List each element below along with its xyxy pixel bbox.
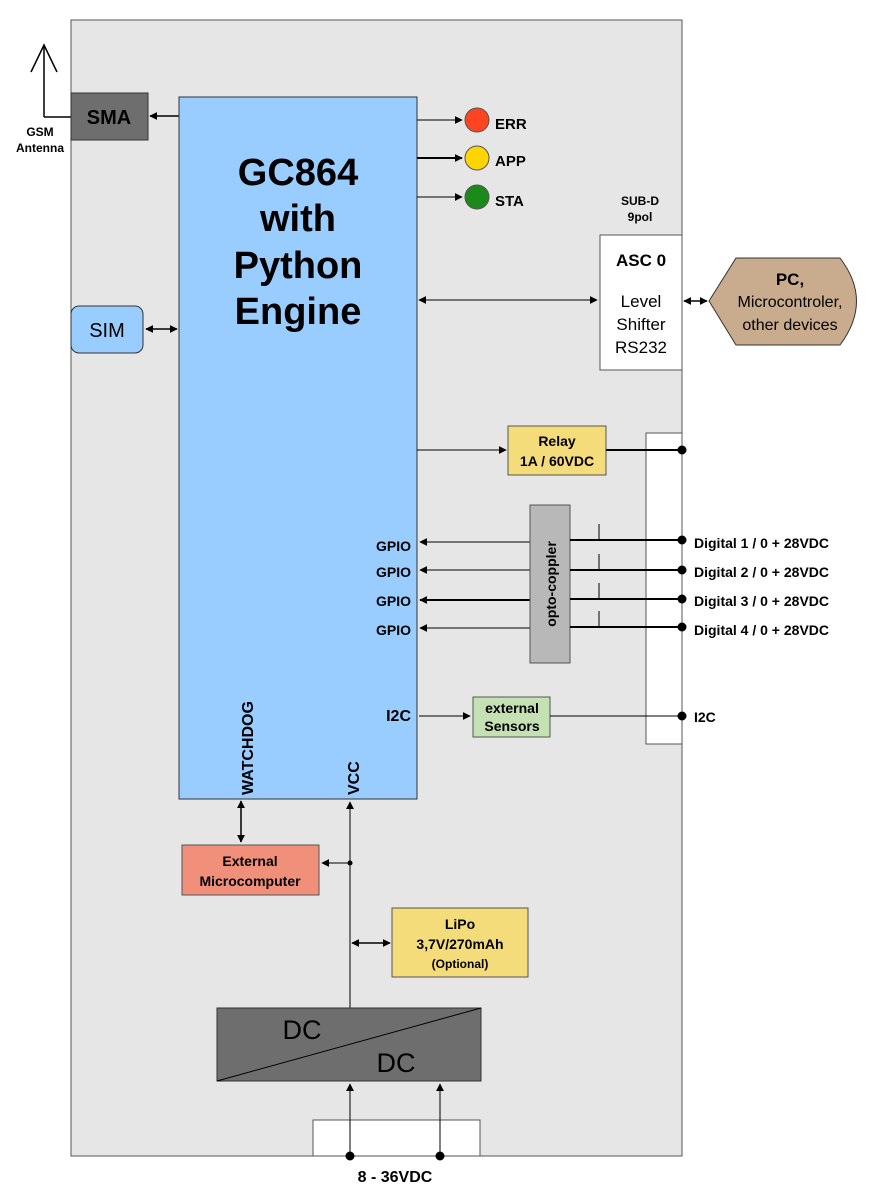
pc-line1: PC, [776,270,804,289]
digital-terminal-1 [677,535,687,545]
sensors-line1: external [485,700,539,716]
power-terminal-1 [345,1151,355,1161]
lipo-line3: (Optional) [432,957,489,971]
antenna-label-line2: Antenna [16,141,64,155]
lipo-line1: LiPo [445,916,475,932]
err-led-label: ERR [495,116,527,133]
sma-connector [70,92,149,141]
vcc-junction-1 [347,860,353,866]
digital-input-label-2: Digital 2 / 0 + 28VDC [694,564,829,580]
gpio-pin-label-1: GPIO [376,538,411,554]
gpio-pin-label-4: GPIO [376,622,411,638]
i2c-terminal-label: I2C [694,709,716,725]
app-led-icon [464,145,490,171]
asc0-level-shifter [599,234,683,371]
power-terminal-2 [435,1151,445,1161]
gpio-pin-label-2: GPIO [376,564,411,580]
lipo-line2: 3,7V/270mAh [416,936,503,952]
pc-line3: other devices [742,317,837,334]
app-led-label: APP [495,153,526,170]
asc0-line2: Shifter [616,315,665,334]
vcc-pin-label: VCC [346,761,363,795]
digital-terminal-2 [677,565,687,575]
external-sensors [472,696,551,738]
subd-label-line2: 9pol [628,210,653,224]
digital-terminal-4 [677,622,687,632]
subd-label-line1: SUB-D [621,194,659,208]
asc0-title: ASC 0 [616,251,666,270]
power-connector [312,1119,481,1157]
dcdc-top-label: DC [283,1015,322,1045]
power-input-label: 8 - 36VDC [358,1169,433,1186]
digital-input-label-1: Digital 1 / 0 + 28VDC [694,535,829,551]
lipo-battery [391,907,529,978]
external-microcomputer [181,844,320,896]
err-led-icon [464,107,490,133]
asc0-line3: RS232 [615,338,667,357]
dcdc-divider [216,1007,482,1082]
pc-devices [708,257,857,346]
sim-label: SIM [89,320,125,342]
asc0-line1: Level [621,292,662,311]
opto-coupler [529,504,571,664]
chip-title-line1: GC864 [238,152,358,194]
digital-input-label-4: Digital 4 / 0 + 28VDC [694,622,829,638]
io-connector [645,432,683,745]
sma-label: SMA [87,107,131,129]
relay-line2: 1A / 60VDC [520,453,594,469]
digital-terminal-3 [677,594,687,604]
pc-line2: Microcontroler, [738,294,843,311]
antenna-icon [30,43,71,118]
ext-micro-line1: External [222,853,277,869]
antenna-label-line1: GSM [26,125,53,139]
sensors-line2: Sensors [484,718,539,734]
gpio-pin-label-3: GPIO [376,593,411,609]
chip-title-line4: Engine [235,291,362,333]
gc864-module [178,96,418,800]
i2c-terminal [677,711,687,721]
sta-led-label: STA [495,193,524,210]
chip-title-line2: with [259,198,336,240]
dcdc-bottom-label: DC [377,1048,416,1078]
sim-slot [70,305,144,354]
relay-line1: Relay [538,433,576,449]
i2c-pin-label: I2C [386,708,411,725]
relay-terminal [677,445,687,455]
chip-title-line3: Python [234,245,363,287]
sta-led-icon [464,184,490,210]
digital-input-label-3: Digital 3 / 0 + 28VDC [694,593,829,609]
ext-micro-line2: Microcomputer [199,873,301,889]
watchdog-pin-label: WATCHDOG [240,701,257,795]
opto-label: opto-coppler [543,541,559,627]
